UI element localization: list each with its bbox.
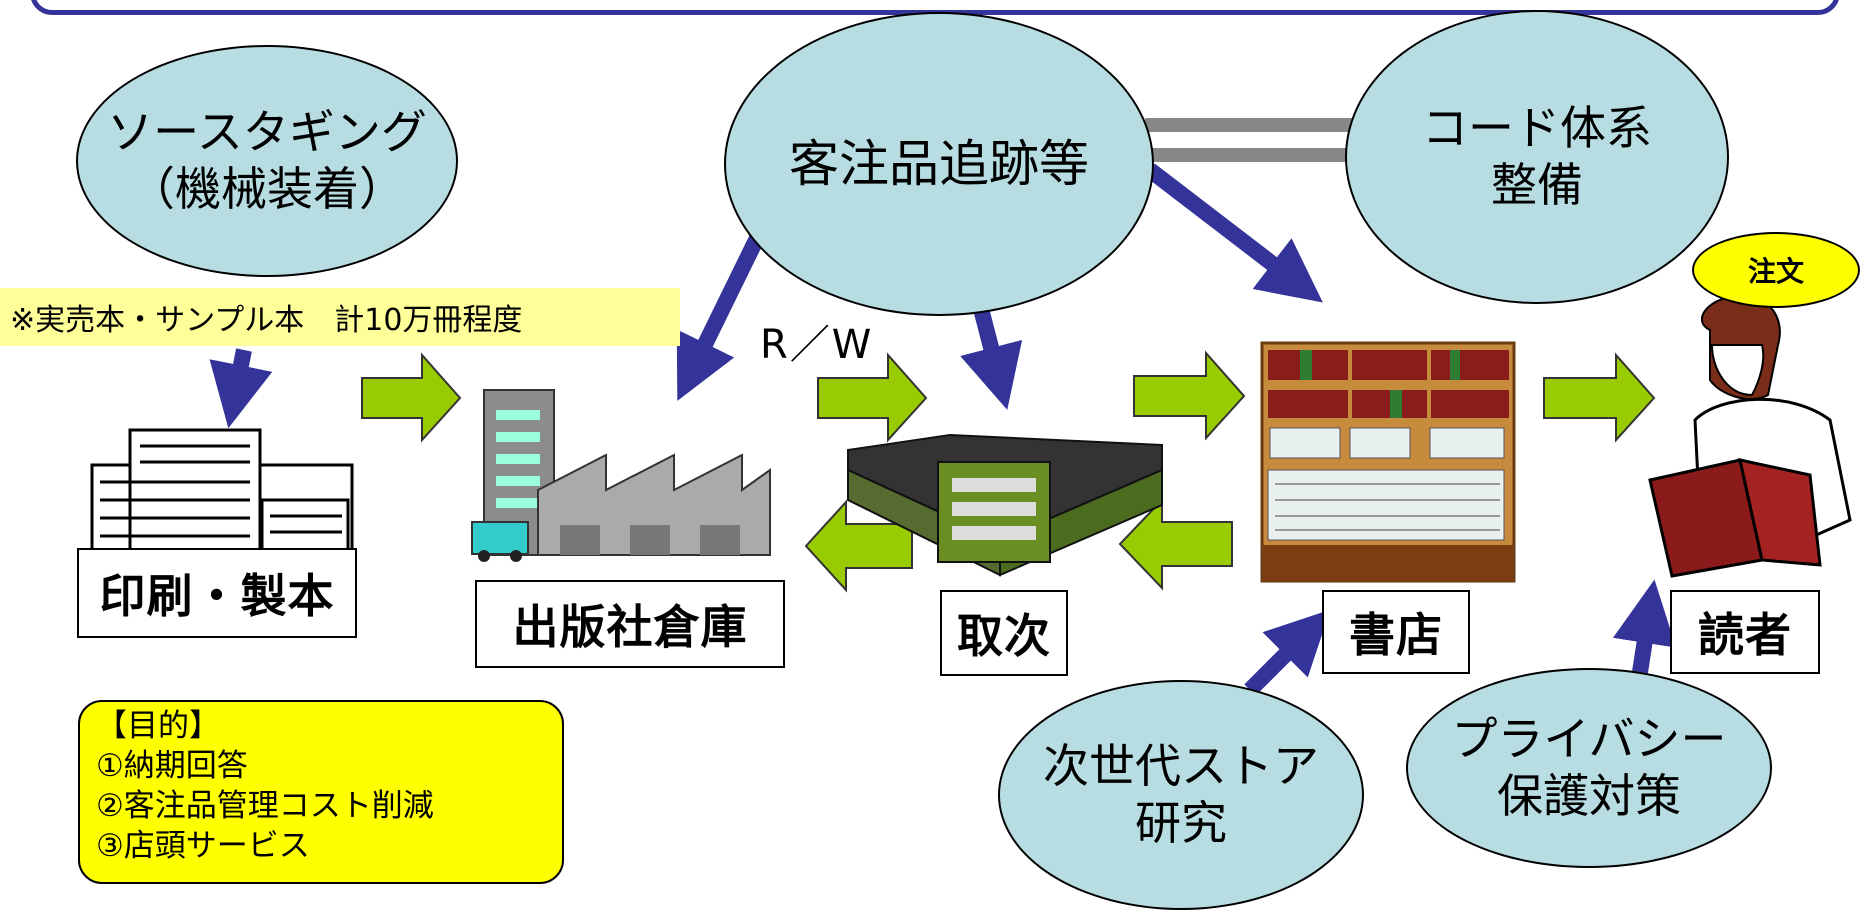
order-tracking-bubble: 客注品追跡等 [724, 12, 1154, 316]
source-tagging-bubble: ソースタギング （機械装着） [76, 45, 458, 277]
reader-illustration [1648, 294, 1852, 578]
reader-node-label: 読者 [1670, 590, 1820, 674]
flow-arrow-bookstore-to-distributor [1118, 497, 1233, 591]
sample-count-note: ※実売本・サンプル本 計10万冊程度 [0, 288, 680, 346]
flow-arrow-warehouse-to-distributor [817, 352, 928, 443]
warehouse-illustration [471, 389, 771, 562]
purpose-item-1: ①納期回答 [96, 748, 248, 784]
bookshelf-illustration [1260, 341, 1516, 583]
flow-arrow-distributor-to-bookstore [1133, 350, 1246, 441]
order-badge: 注文 [1692, 232, 1860, 308]
flow-arrow-print-to-warehouse [361, 352, 462, 443]
privacy-bubble: プライバシー 保護対策 [1406, 668, 1772, 868]
arrow-tracking-to-warehouse [676, 228, 768, 401]
arrow-privacy-to-reader [1612, 579, 1677, 674]
next-gen-store-bubble: 次世代ストア 研究 [998, 680, 1364, 910]
printing-plant-illustration [90, 428, 354, 552]
publisher-warehouse-node-label: 出版社倉庫 [475, 580, 785, 668]
purpose-box: 【目的】 ①納期回答 ②客注品管理コスト削減 ③店頭サービス [78, 700, 564, 884]
purpose-title: 【目的】 [96, 708, 220, 744]
distributor-building-illustration [847, 433, 1163, 577]
arrow-source-to-printing [209, 348, 273, 429]
connector-order-code [1145, 118, 1355, 162]
printing-node-label: 印刷・製本 [77, 548, 357, 638]
arrow-tracking-to-bookstore [1145, 163, 1323, 303]
flow-arrow-distributor-to-warehouse [804, 499, 913, 593]
distributor-node-label: 取次 [940, 590, 1068, 676]
arrow-nextgen-to-bookstore [1244, 609, 1331, 696]
purpose-item-2: ②客注品管理コスト削減 [96, 788, 434, 824]
flow-arrow-bookstore-to-reader [1543, 352, 1656, 443]
arrow-tracking-to-distributor [960, 302, 1023, 410]
rw-label: R／W [760, 322, 874, 368]
purpose-item-3: ③店頭サービス [96, 828, 310, 864]
bookstore-node-label: 書店 [1322, 590, 1470, 674]
code-system-bubble: コード体系 整備 [1345, 10, 1729, 304]
